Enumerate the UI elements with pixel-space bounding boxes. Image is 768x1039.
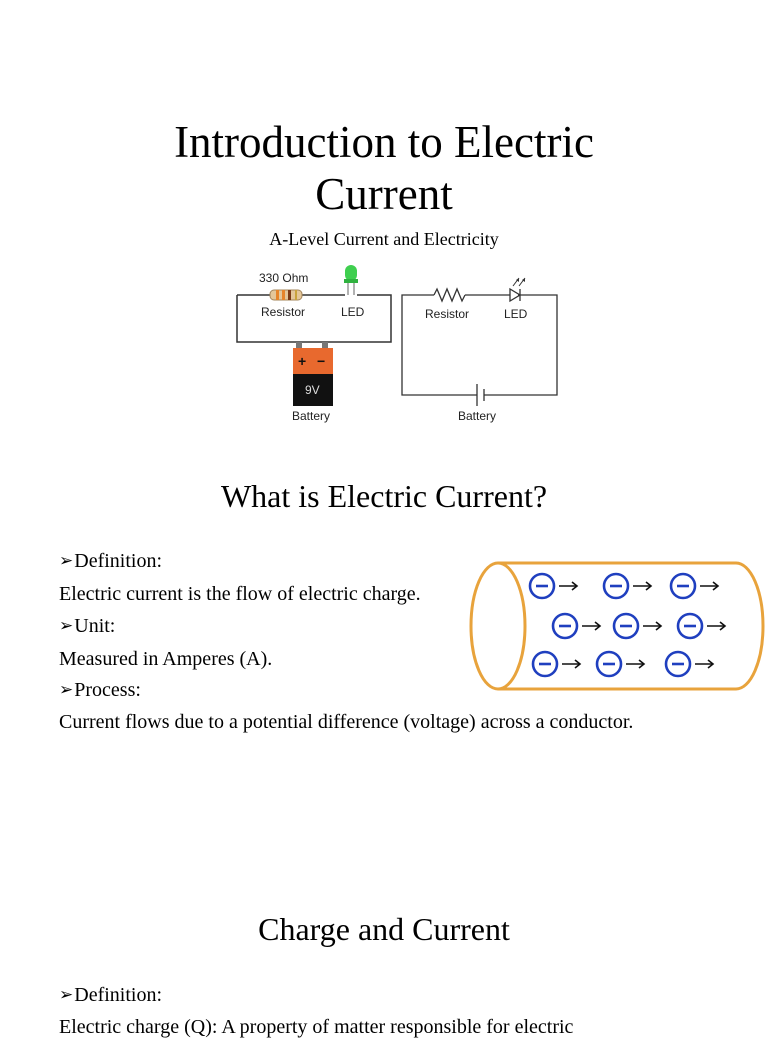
battery-voltage-label: 9V <box>305 383 320 397</box>
flow-arrow-icon <box>633 581 653 591</box>
schematic-led-symbol <box>509 277 526 303</box>
battery-minus-sign: − <box>317 353 325 369</box>
bullet-process: ➢Process: <box>59 679 141 702</box>
bullet-label: Process: <box>74 679 141 701</box>
flow-arrow-icon <box>695 659 715 669</box>
flow-arrow-icon <box>700 581 720 591</box>
led-image <box>344 265 358 295</box>
section-heading-electric-current: What is Electric Current? <box>220 478 548 514</box>
page-title-line-2: Current <box>315 169 453 219</box>
schematic-led-label: LED <box>504 307 528 321</box>
resistor-label: Resistor <box>261 305 305 319</box>
schematic-wire-right <box>484 294 558 396</box>
unit-text: Measured in Amperes (A). <box>59 648 273 670</box>
battery-image: + − 9V <box>293 342 333 406</box>
electron-icon <box>595 650 623 678</box>
bullet-arrow-icon: ➢ <box>59 551 74 571</box>
electron-icon <box>551 612 579 640</box>
flow-arrow-icon <box>626 659 646 669</box>
bullet-arrow-icon: ➢ <box>59 616 74 636</box>
schematic-resistor-label: Resistor <box>425 307 469 321</box>
circuit-diagram: 330 Ohm Resistor LED + − <box>236 265 558 423</box>
bullet-label: Definition: <box>74 550 163 572</box>
bullet-charge-definition: ➢Definition: <box>59 984 162 1007</box>
bullet-unit: ➢Unit: <box>59 615 115 638</box>
electron-icon <box>528 572 556 600</box>
electron-icon <box>602 572 630 600</box>
flow-arrow-icon <box>643 621 663 631</box>
process-text: Current flows due to a potential differe… <box>59 711 634 733</box>
electron-flow-diagram <box>469 561 765 691</box>
bullet-arrow-icon: ➢ <box>59 680 74 700</box>
pictorial-wire <box>236 294 392 343</box>
conductor-tube-inner-edge <box>497 561 527 691</box>
schematic-circuit: Resistor LED Battery <box>401 277 558 423</box>
charge-definition-text: Electric charge (Q): A property of matte… <box>59 1016 574 1038</box>
schematic-battery-label: Battery <box>458 409 496 423</box>
bullet-label: Unit: <box>74 615 116 637</box>
battery-plus-sign: + <box>298 353 306 369</box>
flow-arrow-icon <box>559 581 579 591</box>
resistor-image <box>269 289 303 301</box>
definition-text: Electric current is the flow of electric… <box>59 583 421 605</box>
electron-icon <box>669 572 697 600</box>
pictorial-circuit: 330 Ohm Resistor LED + − <box>236 265 392 423</box>
flow-arrow-icon <box>562 659 582 669</box>
battery-label: Battery <box>292 409 330 423</box>
electron-icon <box>664 650 692 678</box>
electron-icon <box>676 612 704 640</box>
conductor-tube <box>469 561 765 691</box>
page-subtitle: A-Level Current and Electricity <box>269 229 499 249</box>
electron-icon <box>612 612 640 640</box>
schematic-wire-left <box>401 294 477 396</box>
bullet-label: Definition: <box>74 984 163 1006</box>
electron-icon <box>531 650 559 678</box>
bullet-definition: ➢Definition: <box>59 550 162 573</box>
flow-arrow-icon <box>582 621 602 631</box>
resistor-value-label: 330 Ohm <box>259 271 308 285</box>
led-label: LED <box>341 305 365 319</box>
bullet-arrow-icon: ➢ <box>59 985 74 1005</box>
section-heading-charge-and-current: Charge and Current <box>258 911 510 947</box>
page-title-line-1: Introduction to Electric <box>174 117 594 167</box>
schematic-resistor-symbol <box>433 287 466 303</box>
flow-arrow-icon <box>707 621 727 631</box>
schematic-battery-symbol <box>476 384 485 406</box>
page-title: Introduction to Electric Current <box>0 116 768 220</box>
